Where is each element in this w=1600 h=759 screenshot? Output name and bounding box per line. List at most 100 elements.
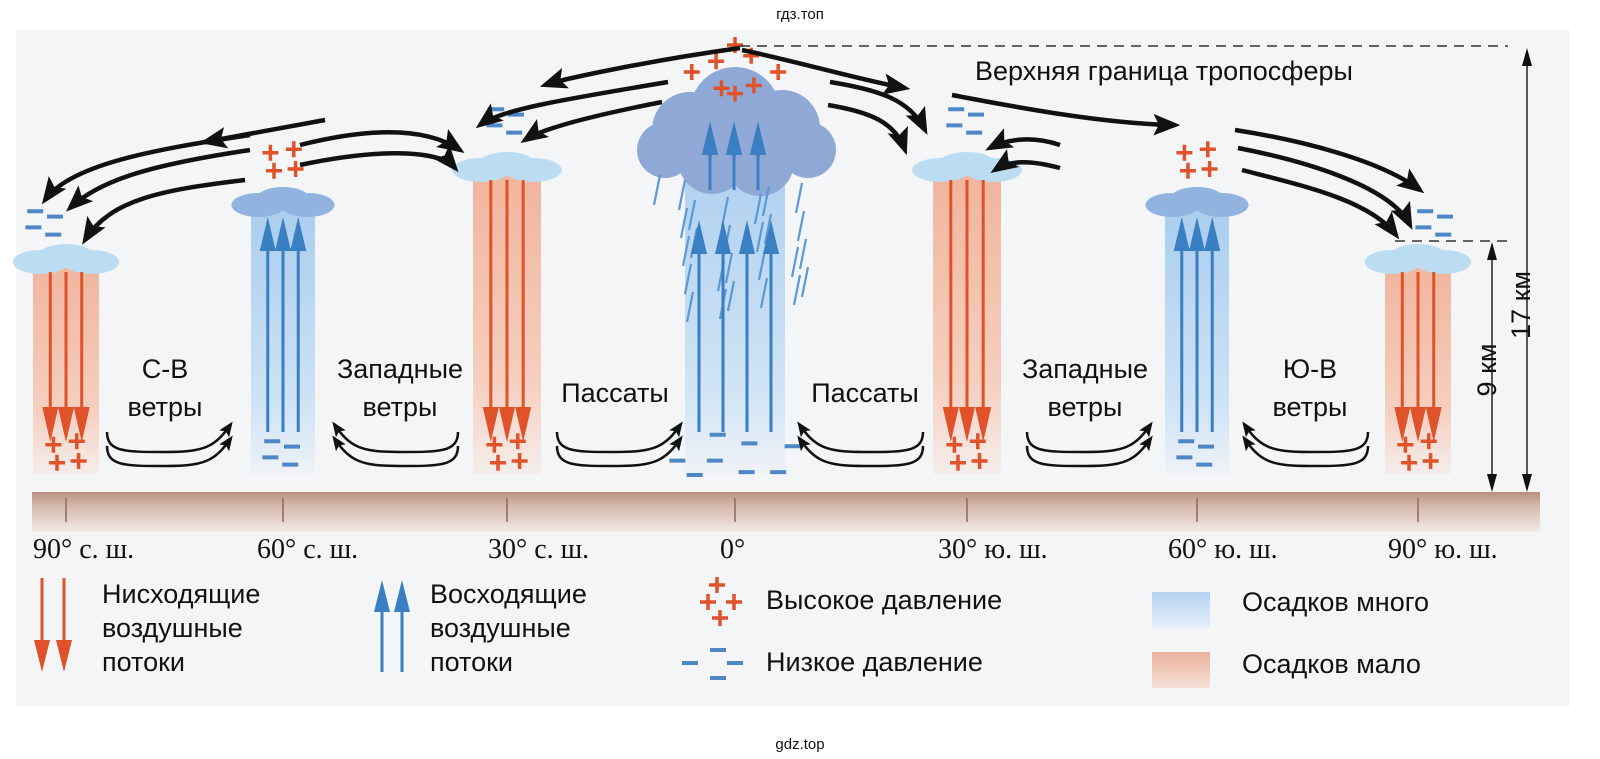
high-pressure-icon (486, 433, 528, 471)
column-1 (231, 141, 335, 474)
descending-arrowhead (975, 407, 992, 442)
descending-arrowhead (942, 407, 959, 442)
light-cloud-icon (452, 152, 562, 182)
upper-air-arrow (82, 177, 246, 245)
upper-air-arrow (985, 128, 1061, 151)
surface-wind-arrow (332, 421, 460, 468)
high-pressure-icon (262, 141, 304, 179)
descending-arrowhead (1425, 407, 1442, 442)
surface-wind-arrow (1242, 421, 1370, 468)
ascending-arrowhead (726, 122, 742, 155)
ascending-arrowhead (1173, 217, 1190, 251)
column-0 (12, 209, 120, 474)
ascending-arrowhead (275, 217, 291, 251)
rain-streak (753, 193, 763, 225)
light-cloud-icon (12, 244, 120, 274)
height-17km-indicator: 17 км (1506, 48, 1536, 492)
upper-air-arrow (299, 144, 459, 173)
legend-ascending-line1: Восходящие (430, 579, 587, 609)
ascending-arrowhead (715, 220, 731, 254)
watermark-bottom: gdz.top (775, 736, 825, 753)
descending-arrowhead (42, 407, 59, 442)
upper-air-arrow (299, 129, 465, 153)
upper-air-arrow (829, 79, 928, 135)
rain-cloud-icon (1145, 187, 1249, 217)
rain-streak (652, 174, 662, 206)
column-3 (637, 37, 836, 478)
upper-air-arrow (741, 47, 911, 95)
legend-high-pressure-label: Высокое давление (766, 585, 1002, 615)
latitude-label: 0° (720, 534, 745, 565)
upper-air-arrow (41, 132, 251, 205)
wet-swatch-icon (1152, 592, 1210, 628)
upper-air-arrow (1237, 145, 1413, 230)
legend-descending-line2: воздушные (102, 613, 243, 643)
descending-arrowhead (73, 407, 90, 442)
column-2 (452, 107, 562, 474)
wind-label-line1: Западные (1022, 354, 1148, 384)
surface-wind-arrow (1025, 421, 1153, 468)
height-9km-label: 9 км (1472, 344, 1502, 397)
surface-wind-arrow (105, 421, 233, 468)
ground-layer (32, 492, 1540, 532)
legend-descending-line1: Нисходящие (102, 579, 260, 609)
rain-streak (761, 185, 771, 217)
wind-label-line2: ветры (1273, 392, 1348, 422)
legend-ascending-line2: воздушные (430, 613, 571, 643)
surface-wind-arrow (797, 421, 925, 468)
watermark-top: гдз.топ (776, 6, 824, 23)
legend-descending-line3: потоки (102, 647, 185, 677)
latitude-label: 90° ю. ш. (1388, 534, 1498, 565)
height-17km-label: 17 км (1506, 271, 1536, 339)
descending-arrows-icon (34, 578, 72, 672)
ascending-arrowhead (259, 217, 276, 251)
rain-streak (798, 238, 808, 270)
descending-arrowhead (1394, 407, 1411, 442)
upper-air-arrow (990, 149, 1061, 173)
upper-air-arrow (1241, 167, 1400, 240)
rain-streak (679, 207, 689, 239)
descending-arrowhead (515, 407, 532, 442)
legend-descending: Нисходящие воздушные потоки (34, 578, 260, 677)
troposphere-label: Верхняя граница тропосферы (975, 56, 1353, 86)
rain-streak (800, 266, 810, 298)
rain-streak (796, 210, 806, 242)
ascending-arrowhead (702, 122, 718, 155)
high-pressure-icon (1176, 141, 1218, 179)
rain-streak (724, 252, 734, 284)
rain-streak (685, 291, 695, 323)
upper-air-arrow (66, 147, 251, 212)
rain-streak (757, 249, 767, 281)
ascending-arrowhead (739, 220, 755, 254)
legend-precip-high: Осадков много (1152, 587, 1429, 628)
wind-label-line2: ветры (363, 392, 438, 422)
upper-air-arrow (1234, 127, 1425, 194)
latitude-labels: 90° с. ш.60° с. ш.30° с. ш.0°30° ю. ш.60… (33, 534, 1498, 565)
low-pressure-icon (25, 209, 63, 237)
column-5 (1145, 141, 1249, 474)
latitude-label: 30° ю. ш. (938, 534, 1048, 565)
rain-cloud-icon (231, 187, 335, 217)
high-pressure-icon (700, 577, 742, 626)
legend-low-pressure-label: Низкое давление (766, 647, 983, 677)
rain-streak (759, 277, 769, 309)
ascending-arrowhead (750, 122, 766, 155)
column-6 (1364, 209, 1472, 474)
descending-arrowhead (1410, 407, 1426, 442)
wind-label-line1: Ю-В (1283, 354, 1337, 384)
rain-streak (681, 235, 691, 267)
ascending-arrowhead (290, 217, 307, 251)
descending-arrowhead (959, 407, 975, 442)
upper-air-arrows (41, 45, 1425, 245)
low-pressure-icon (1415, 209, 1453, 237)
rain-streak (790, 246, 800, 278)
latitude-label: 60° с. ш. (257, 534, 358, 565)
low-pressure-icon (1176, 439, 1214, 467)
descending-arrowhead (58, 407, 74, 442)
wind-label-line1: Пассаты (811, 378, 919, 408)
ground-band (32, 492, 1540, 532)
legend-low-pressure: Низкое давление (682, 647, 983, 680)
rain-streak (683, 263, 693, 295)
